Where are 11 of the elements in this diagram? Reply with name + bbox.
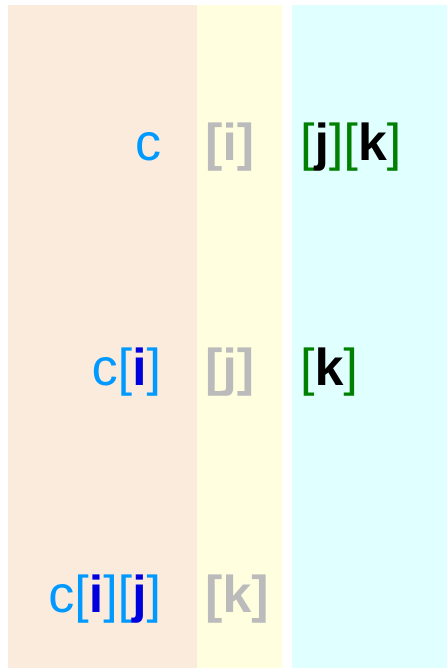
index-expression: [i]: [205, 113, 254, 173]
column-band: [197, 5, 282, 668]
index-expression: c: [135, 113, 161, 173]
column-band: [292, 5, 447, 668]
index-expression: c[i][j]: [48, 565, 161, 625]
index-expression: c[i]: [92, 338, 161, 398]
column-band: [8, 5, 197, 668]
index-expression: [j]: [205, 338, 254, 398]
index-expression: [k]: [205, 565, 269, 625]
index-expression: [j][k]: [300, 113, 402, 173]
index-expression: [k]: [300, 338, 358, 398]
